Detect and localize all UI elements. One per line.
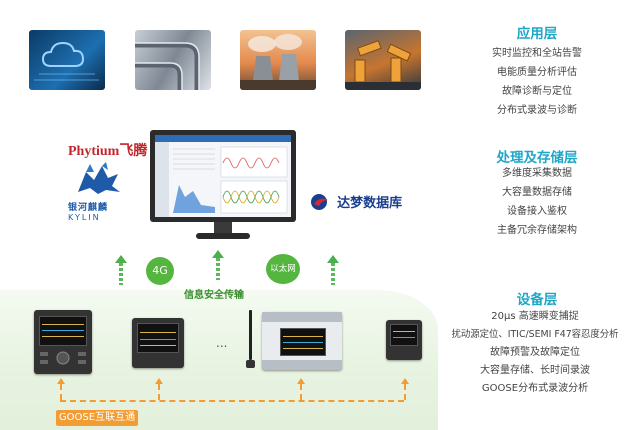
list-item: 分布式录波与诊断 (462, 101, 612, 120)
goose-arrow-icon (155, 378, 163, 384)
4g-badge: 4G (146, 257, 174, 285)
list-item: 主备冗余存储架构 (462, 221, 612, 240)
dameng-name: 达梦数据库 (337, 196, 402, 211)
keypad-icon (34, 346, 92, 372)
factory-robots-photo (345, 30, 421, 90)
power-quality-device-2 (132, 318, 184, 368)
list-item: 实时监控和全站告警 (462, 44, 612, 63)
monitor-screen (155, 135, 291, 217)
uplink-arrow-icon (214, 250, 222, 282)
app-layer-title: 应用层 (462, 22, 612, 42)
pipes-photo (135, 30, 211, 90)
app-layer-list: 实时监控和全站告警 电能质量分析评估 故障诊断与定位 分布式录波与诊断 (462, 44, 612, 120)
more-devices-ellipsis: ... (216, 336, 227, 350)
list-item: 故障诊断与定位 (462, 82, 612, 101)
goose-arrow-icon (57, 378, 65, 384)
list-item: GOOSE分布式录波分析 (432, 380, 638, 398)
processing-layer-list: 多维度采集数据 大容量数据存储 设备接入鉴权 主备冗余存储架构 (462, 164, 612, 240)
uplink-arrow-icon (329, 255, 337, 287)
processing-layer-title: 处理及存储层 (462, 146, 612, 166)
kylin-english-name: KYLIN (68, 213, 128, 222)
power-plant-photo (240, 30, 316, 90)
device-layer-list: 20μs 高速瞬变捕捉 扰动源定位、ITIC/SEMI F47容忍度分析 故障预… (432, 308, 638, 398)
goose-label: GOOSE互联互通 (56, 410, 138, 426)
list-item: 扰动源定位、ITIC/SEMI F47容忍度分析 (432, 326, 638, 344)
dameng-emblem-icon (310, 193, 332, 211)
power-quality-device-1 (34, 310, 92, 374)
list-item: 多维度采集数据 (462, 164, 612, 183)
list-item: 设备接入鉴权 (462, 202, 612, 221)
monitor-icon (150, 130, 296, 242)
goose-drop-line (300, 384, 302, 400)
phytium-logo: Phytium飞腾 (68, 140, 147, 160)
cloud-computing-photo (29, 30, 105, 90)
security-transmission-label: 信息安全传输 (184, 286, 244, 301)
list-item: 故障预警及故障定位 (432, 344, 638, 362)
power-quality-device-4 (386, 320, 422, 360)
goose-drop-line (404, 384, 406, 400)
goose-drop-line (158, 384, 160, 400)
kylin-emblem-icon (68, 162, 128, 196)
list-item: 20μs 高速瞬变捕捉 (432, 308, 638, 326)
din-rail-device (262, 312, 342, 370)
kylin-chinese-name: 银河麒麟 (68, 200, 128, 213)
list-item: 大容量存储、长时间录波 (432, 362, 638, 380)
uplink-arrow-icon (117, 255, 125, 287)
ethernet-badge: 以太网 (266, 254, 300, 284)
kylin-logo: 银河麒麟 KYLIN (68, 162, 128, 214)
device-layer-title: 设备层 (462, 288, 612, 308)
goose-arrow-icon (401, 378, 409, 384)
dameng-logo: 达梦数据库 (310, 191, 402, 211)
goose-drop-line (60, 384, 62, 400)
antenna-icon (246, 310, 254, 370)
list-item: 电能质量分析评估 (462, 63, 612, 82)
list-item: 大容量数据存储 (462, 183, 612, 202)
goose-arrow-icon (297, 378, 305, 384)
goose-bus-line (60, 400, 404, 402)
